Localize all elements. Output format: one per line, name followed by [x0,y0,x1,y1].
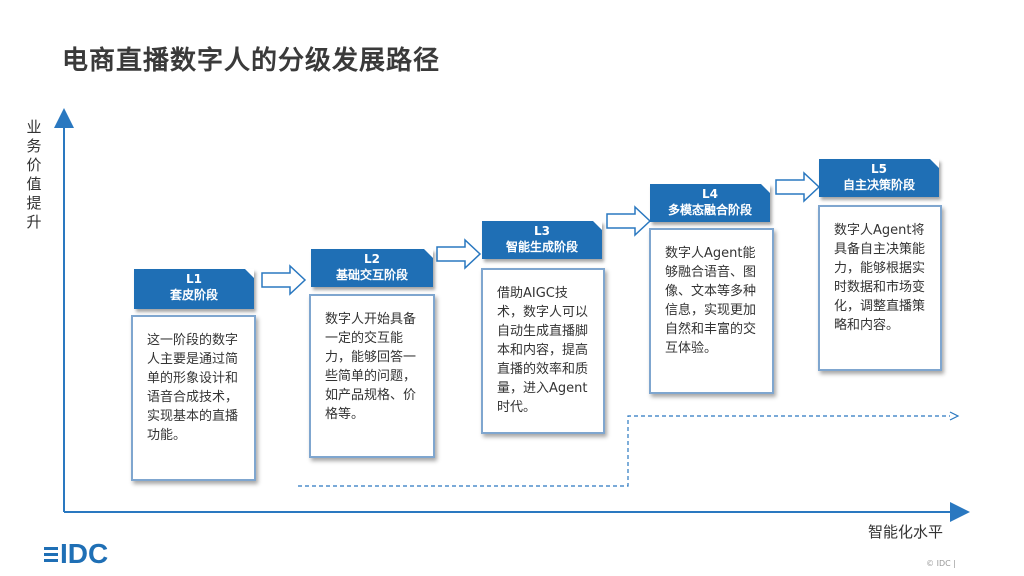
stage-arrow-2 [436,238,482,270]
stage-description-l2: 数字人开始具备一定的交互能力，能够回答一些简单的问题，如产品规格、价格等。 [309,294,435,458]
stage-description-l5: 数字人Agent将具备自主决策能力，能够根据实时数据和市场变化，调整直播策略和内… [818,205,942,371]
dashed-growth-arrow [949,411,960,421]
stage-level: L4 [702,187,718,201]
stage-description-l3: 借助AIGC技术，数字人可以自动生成直播脚本和内容，提高直播的效率和质量，进入A… [481,268,605,434]
stage-header-l5: L5 自主决策阶段 [819,159,939,197]
stage-level: L5 [871,162,887,176]
stage-name: 自主决策阶段 [842,178,915,192]
stage-arrow-4 [775,171,821,203]
stage-name: 套皮阶段 [169,288,218,302]
idc-logo: IDC [44,538,108,570]
logo-lines-icon [44,544,58,565]
stage-header-l3: L3 智能生成阶段 [482,221,602,259]
stage-arrow-3 [606,205,652,237]
copyright: © IDC | [926,559,956,568]
stage-level: L3 [534,224,550,238]
page-title: 电商直播数字人的分级发展路径 [62,46,441,76]
stage-name: 多模态融合阶段 [667,203,752,217]
stage-level: L1 [186,272,202,286]
stage-arrow-1 [261,264,307,296]
x-axis-label: 智能化水平 [868,523,944,541]
stage-header-l2: L2 基础交互阶段 [311,249,433,287]
stage-description-l1: 这一阶段的数字人主要是通过简单的形象设计和语音合成技术，实现基本的直播功能。 [131,315,256,481]
stage-name: 基础交互阶段 [335,268,408,282]
stage-header-l4: L4 多模态融合阶段 [650,184,770,222]
dashed-growth-line [298,415,950,487]
stage-header-l1: L1 套皮阶段 [134,269,254,309]
stage-level: L2 [364,252,380,266]
logo-text: IDC [60,538,109,569]
stage-name: 智能生成阶段 [505,240,578,254]
stage-description-l4: 数字人Agent能够融合语音、图像、文本等多种信息，实现更加自然和丰富的交互体验… [649,228,774,394]
y-axis-label: 业务价值提升 [26,118,42,231]
